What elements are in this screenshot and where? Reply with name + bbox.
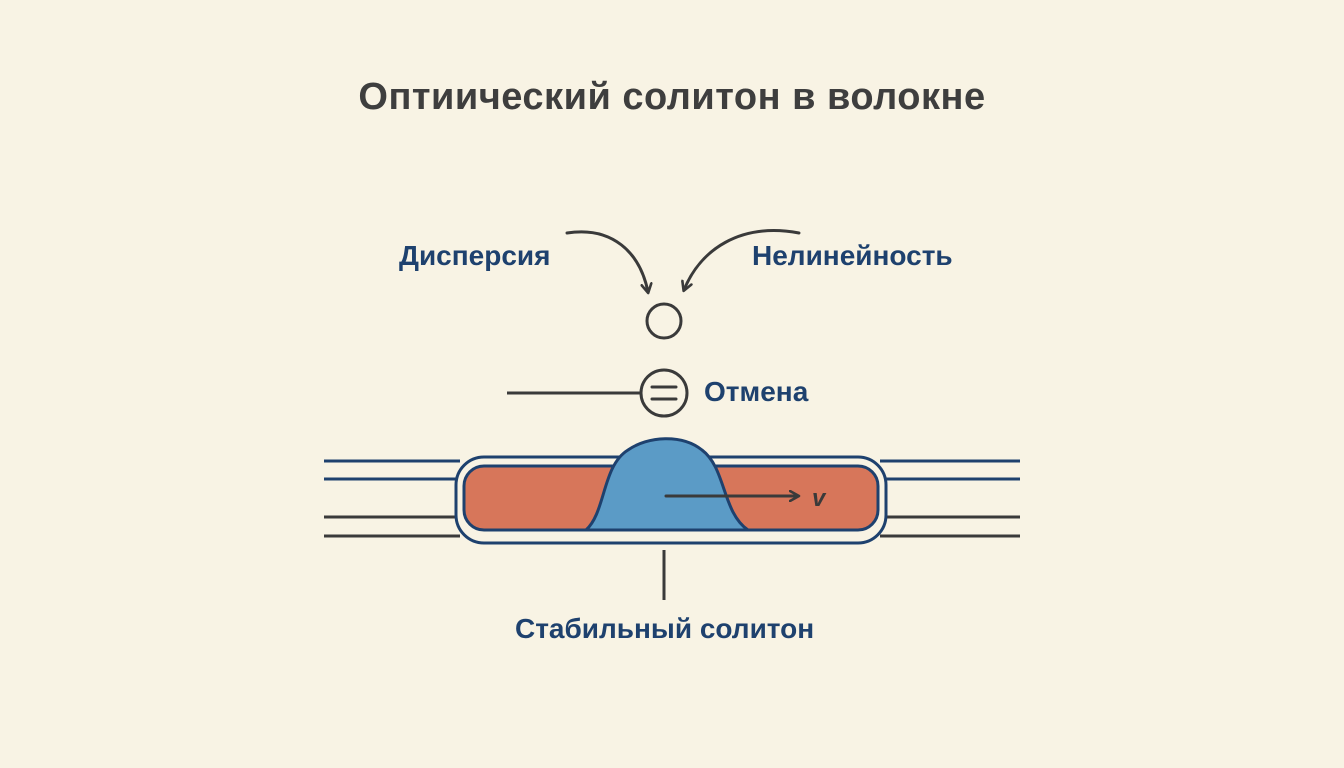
dispersion-arrow xyxy=(565,230,648,292)
velocity-label: v xyxy=(812,485,827,512)
cancellation-label: Отмена xyxy=(704,376,809,407)
dispersion-label: Дисперсия xyxy=(399,240,551,271)
nonlinearity-arrow xyxy=(684,229,801,290)
stable-soliton-label: Стабильный солитон xyxy=(515,613,815,644)
page-title: Оптиический солитон в волокне xyxy=(358,76,986,118)
soliton-pulse xyxy=(584,437,750,532)
equals-circle-icon xyxy=(639,368,689,418)
nonlinearity-label: Нелинейность xyxy=(752,240,953,271)
circle-icon xyxy=(645,302,683,340)
